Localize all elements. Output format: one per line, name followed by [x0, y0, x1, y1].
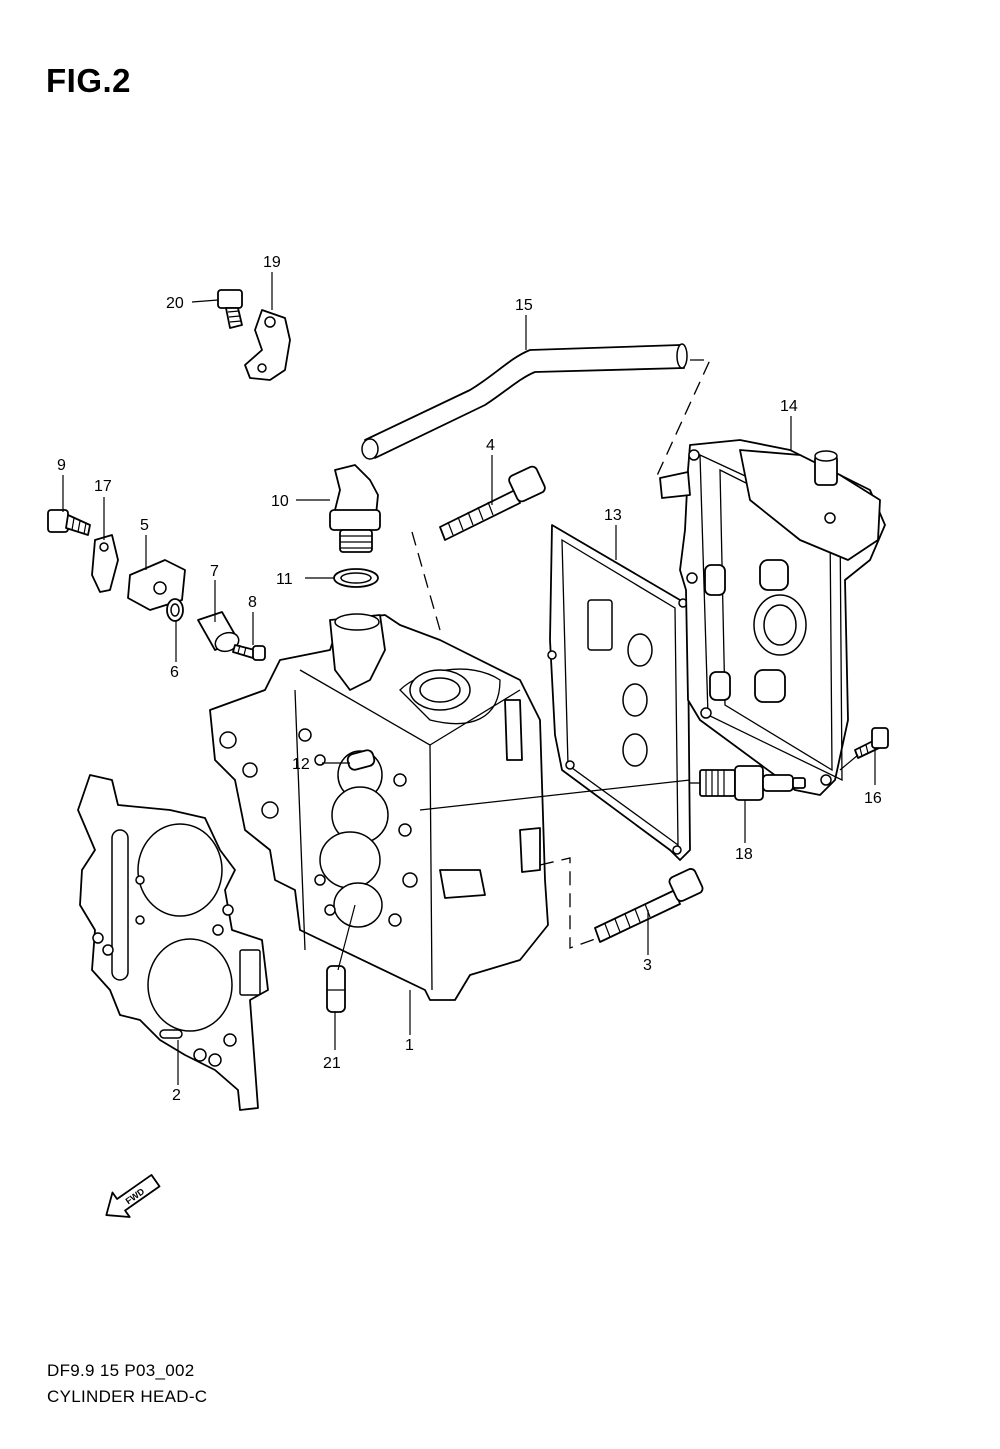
bolt-9-part — [47, 509, 91, 536]
callout-6: 6 — [170, 664, 179, 681]
spark-plug-18-part — [690, 765, 806, 801]
dowel-pin-21-part — [326, 965, 346, 1013]
bolt-20-part — [217, 289, 243, 329]
cylinder-head-part — [209, 613, 549, 1001]
callout-20: 20 — [166, 295, 184, 312]
assembly-lines — [409, 359, 859, 949]
figure-name: CYLINDER HEAD-C — [47, 1387, 208, 1406]
breather-hose-part — [361, 343, 688, 460]
head-gasket-part — [77, 774, 269, 1111]
o-ring-6-part — [166, 598, 184, 622]
callout-3: 3 — [643, 957, 652, 974]
callout-19: 19 — [263, 254, 281, 271]
o-ring-11-part — [333, 568, 379, 588]
cover-gasket-part — [547, 524, 691, 861]
callout-1: 1 — [405, 1037, 414, 1054]
callout-16: 16 — [864, 790, 882, 807]
thermostat-cap-10-part — [329, 464, 381, 553]
bracket-19-part — [244, 309, 291, 381]
model-code: DF9.9 15 P03_002 — [47, 1361, 195, 1380]
callout-13: 13 — [604, 507, 622, 524]
bolt-16-part — [854, 727, 889, 759]
clamp-17-part — [91, 534, 119, 593]
callout-leaders — [62, 272, 876, 1085]
callout-7: 7 — [210, 563, 219, 580]
block-5-part — [127, 559, 186, 611]
head-cover-part — [659, 439, 886, 796]
screw-8-part — [232, 644, 266, 661]
callout-2: 2 — [172, 1087, 181, 1104]
callout-12: 12 — [292, 756, 310, 773]
bolt-4-part — [439, 465, 546, 541]
callout-21: 21 — [323, 1055, 341, 1072]
callout-11: 11 — [276, 571, 293, 588]
callout-17: 17 — [94, 478, 112, 495]
callout-8: 8 — [248, 594, 257, 611]
figure-title: FIG.2 — [46, 62, 132, 99]
callout-14: 14 — [780, 398, 798, 415]
callout-10: 10 — [271, 493, 289, 510]
callout-5: 5 — [140, 517, 149, 534]
callout-15: 15 — [515, 297, 533, 314]
callout-18: 18 — [735, 846, 753, 863]
sleeve-7-part — [197, 611, 240, 653]
forward-arrow-icon: FWD — [105, 1174, 161, 1218]
callout-labels: 1 2 3 4 5 6 7 8 9 10 11 12 13 14 15 16 1… — [57, 254, 882, 1104]
callout-9: 9 — [57, 457, 66, 474]
callout-4: 4 — [486, 437, 495, 454]
bolt-3-part — [594, 868, 704, 943]
